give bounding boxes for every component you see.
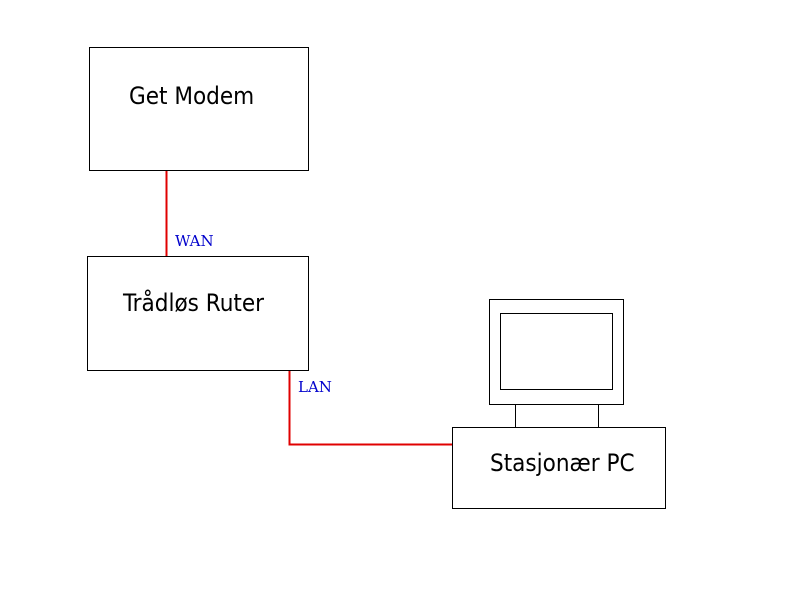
monitor-stand (515, 404, 599, 428)
router-box (87, 256, 309, 371)
modem-box (89, 47, 309, 171)
modem-node: Get Modem (89, 47, 309, 171)
pc-label: Stasjonær PC (490, 449, 635, 477)
lan-label: LAN (298, 378, 332, 396)
modem-label: Get Modem (129, 82, 254, 110)
monitor-screen (500, 313, 613, 390)
lan-connection-line (288, 371, 453, 446)
monitor-icon (489, 299, 624, 428)
pc-node: Stasjonær PC (452, 299, 666, 509)
router-node: Trådløs Ruter (87, 256, 309, 371)
router-label: Trådløs Ruter (122, 288, 264, 317)
pc-box (452, 427, 666, 509)
wan-label: WAN (175, 232, 214, 250)
